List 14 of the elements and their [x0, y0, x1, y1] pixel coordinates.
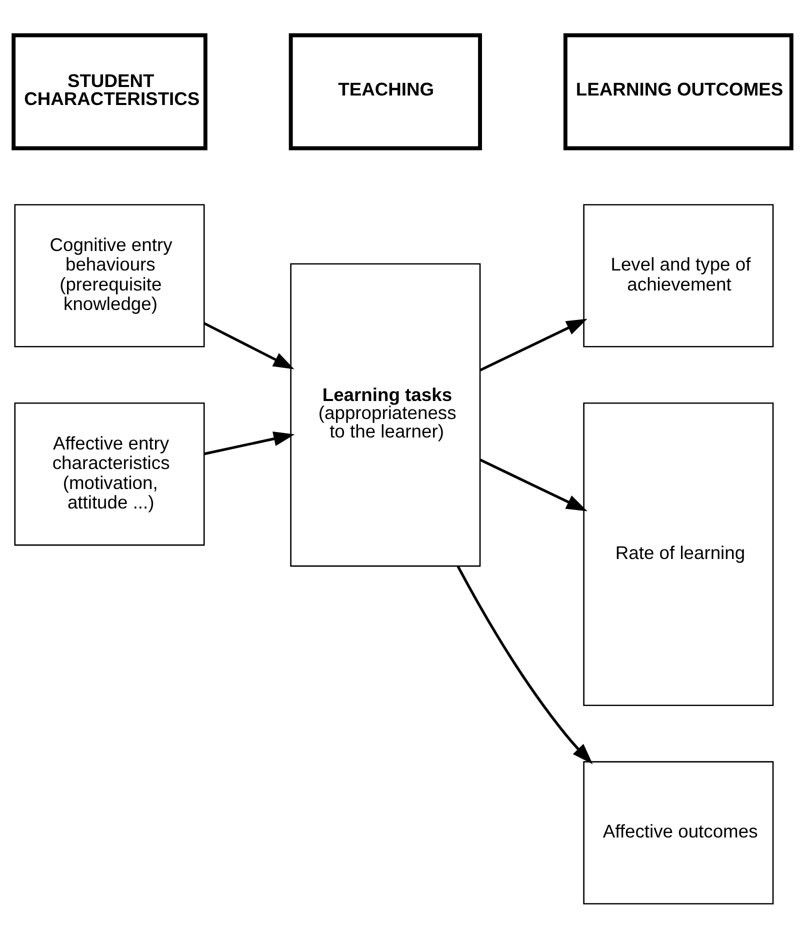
node-box: Level and type of achievement — [583, 204, 774, 347]
arrow — [456, 565, 593, 764]
node-box: Affective entry characteristics (motivation, attitude ...) — [14, 402, 205, 546]
arrow — [204, 431, 295, 455]
node-box: Cognitive entry behaviours (prerequisite knowledge) — [14, 204, 205, 347]
arrow — [204, 322, 294, 369]
arrow — [480, 458, 588, 511]
node-box: STUDENT CHARACTERISTICS — [12, 32, 208, 150]
node-box: TEACHING — [288, 32, 482, 150]
arrow — [480, 318, 588, 371]
node-box: LEARNING OUTCOMES — [563, 32, 794, 150]
node-box: Rate of learning — [583, 402, 774, 706]
node-box: Learning tasks (appropriateness to the learner) — [290, 262, 481, 566]
node-box: Affective outcomes — [583, 760, 774, 904]
